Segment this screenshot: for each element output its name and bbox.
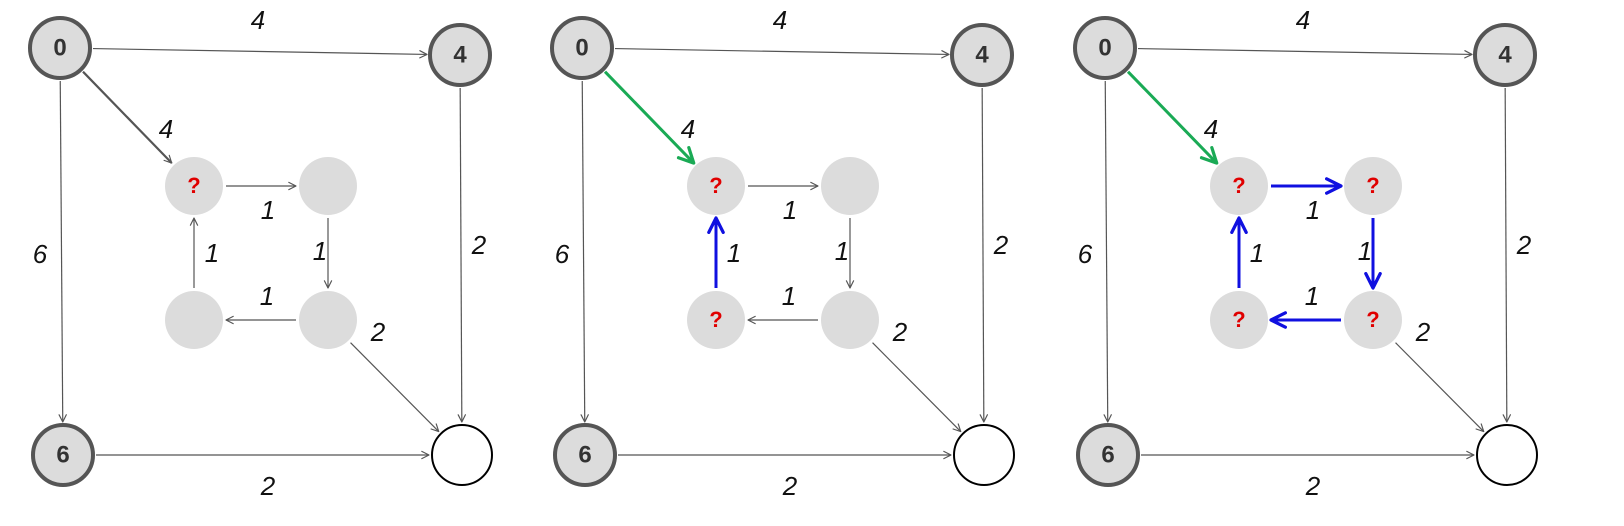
edge-n0_n4 [92,47,428,59]
node-t [1476,424,1538,486]
node-d [165,291,223,349]
edge-n0_n6 [58,80,67,423]
weight-label-b_c: 1 [1358,236,1372,266]
node-n0 [1073,16,1137,80]
weight-label-a_b: 1 [1306,195,1320,225]
edge-n0_n4 [614,47,950,59]
edge-n4_t [979,87,988,423]
weight-label-d_a: 1 [1250,238,1264,268]
weight-label-n6_t: 2 [1305,471,1321,501]
panel-2: 4 4 6 2 1 1 1 1 2 2 0 4 6?? [550,5,1015,501]
node-label-b: ? [1366,173,1379,198]
node-label-n6: 6 [56,441,69,468]
node-n6 [1076,423,1140,487]
node-n0 [550,16,614,80]
weight-label-c_t: 2 [370,317,386,347]
edge-c_t [872,342,962,433]
node-label-d: ? [709,307,722,332]
node-b [1344,157,1402,215]
edge-n0_a [82,70,173,164]
node-a [165,157,223,215]
weight-label-n4_t: 2 [1516,230,1532,260]
node-n4 [950,23,1014,87]
edge-n4_t [1502,87,1511,423]
node-a [687,157,745,215]
weight-label-c_t: 2 [892,317,908,347]
node-c [821,291,879,349]
panel-1: 4 4 6 2 1 1 1 1 2 2 0 4 6? [28,5,493,501]
edge-c_t [350,342,440,433]
weight-label-n0_n6: 6 [555,239,570,269]
weight-label-a_b: 1 [783,195,797,225]
node-label-a: ? [709,173,722,198]
node-label-c: ? [1366,307,1379,332]
node-c [1344,291,1402,349]
node-d [1210,291,1268,349]
node-label-n0: 0 [1098,34,1111,61]
node-label-n6: 6 [1101,441,1114,468]
weight-label-n6_t: 2 [782,471,798,501]
node-label-a: ? [1232,173,1245,198]
weight-label-n0_a: 4 [159,114,173,144]
node-a [1210,157,1268,215]
weight-label-n0_n4: 4 [1296,5,1310,35]
node-b [821,157,879,215]
weight-label-c_t: 2 [1415,317,1431,347]
edge-c_t [1395,342,1485,433]
node-t [431,424,493,486]
weight-label-n0_n6: 6 [1078,239,1093,269]
weight-label-b_c: 1 [835,236,849,266]
edge-n0_a [1126,70,1219,165]
node-n0 [28,16,92,80]
weight-label-n4_t: 2 [993,230,1009,260]
node-n4 [1473,23,1537,87]
edge-n0_a [603,70,696,165]
node-c [299,291,357,349]
weight-label-n6_t: 2 [260,471,276,501]
weight-label-n0_a: 4 [681,114,695,144]
node-label-d: ? [1232,307,1245,332]
node-label-n0: 0 [575,34,588,61]
weight-label-n4_t: 2 [471,230,487,260]
edge-n0_n6 [580,80,589,423]
node-label-n4: 4 [453,41,467,68]
edge-n0_n6 [1103,80,1112,423]
weight-label-c_d: 1 [260,281,274,311]
weight-label-d_a: 1 [727,238,741,268]
node-t [953,424,1015,486]
weight-label-d_a: 1 [205,238,219,268]
weight-label-c_d: 1 [1305,281,1319,311]
node-label-n4: 4 [1498,41,1512,68]
node-label-n4: 4 [975,41,989,68]
weight-label-n0_n4: 4 [251,5,265,35]
node-d [687,291,745,349]
node-n4 [428,23,492,87]
edge-n4_t [457,87,466,423]
panel-3: 4 4 6 2 1 1 1 1 2 2 0 4 6???? [1073,5,1538,501]
node-n6 [553,423,617,487]
weight-label-n0_a: 4 [1204,114,1218,144]
weight-label-b_c: 1 [313,236,327,266]
weight-label-c_d: 1 [782,281,796,311]
node-label-n6: 6 [578,441,591,468]
weight-label-n0_n4: 4 [773,5,787,35]
node-label-n0: 0 [53,34,66,61]
node-label-a: ? [187,173,200,198]
edge-n0_n4 [1137,47,1473,59]
node-b [299,157,357,215]
weight-label-a_b: 1 [261,195,275,225]
node-n6 [31,423,95,487]
weight-label-n0_n6: 6 [33,239,48,269]
